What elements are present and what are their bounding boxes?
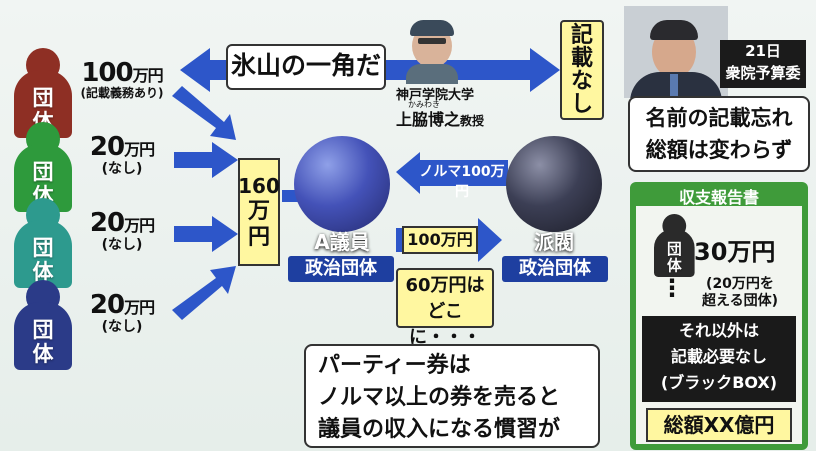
- donor-group-figure: 団体: [14, 280, 72, 370]
- pm-quote-line-2: 総額は変わらず: [645, 138, 793, 162]
- donor-label-char: 団: [32, 86, 54, 110]
- no-record-char: な: [570, 69, 593, 94]
- donor-amount-unit: 万円: [132, 66, 164, 85]
- report-over-note: (20万円を 超える団体): [684, 276, 796, 310]
- committee-label: 21日 衆院予算委: [720, 40, 806, 88]
- pm-quote-line-1: 名前の記載忘れ: [645, 106, 793, 130]
- caption-line-2: ノルマ以上の券を売ると: [318, 385, 561, 410]
- no-record-char: 記: [570, 23, 593, 48]
- donor-label-char: 団: [32, 236, 54, 260]
- no-record-text: 記載なし: [571, 24, 593, 116]
- report-dots: ⋮: [660, 274, 684, 302]
- donor-amount-note: (なし): [101, 161, 143, 177]
- donor-amount-value: 20万円: [89, 208, 155, 238]
- donor-amount-number: 20: [89, 132, 125, 162]
- total-amount-digits: 160: [238, 174, 280, 198]
- politician-sub: 政治団体: [288, 256, 394, 282]
- question-box: 60万円は どこに・・・: [396, 268, 494, 348]
- bottom-caption: パーティー券は ノルマ以上の券を売ると 議員の収入になる慣習が: [304, 344, 600, 448]
- donor-label-char: 体: [32, 260, 54, 284]
- pm-photo: [624, 6, 728, 98]
- caption-line-3: 議員の収入になる慣習が: [318, 417, 561, 442]
- donor-label-char: 体: [32, 342, 54, 366]
- donor-amount-number: 20: [89, 208, 125, 238]
- donor-body: 団体: [14, 220, 72, 288]
- politician-sphere: [294, 136, 390, 232]
- report-blackbox: それ以外は 記載必要なし (ブラックBOX): [642, 316, 796, 402]
- total-unit-1: 万: [247, 199, 270, 224]
- donor2-arrow: [174, 142, 238, 178]
- professor-title: 教授: [460, 114, 485, 128]
- donor4-arrow: [172, 266, 236, 320]
- professor-affiliation: 神戸学院大学: [396, 88, 475, 103]
- donor-amount-unit: 万円: [124, 216, 155, 235]
- donor-amount-value: 100万円: [81, 58, 164, 88]
- politician-label: A議員: [314, 230, 370, 254]
- donor-label-char: 団: [32, 160, 54, 184]
- donor-amount-note: (なし): [101, 319, 143, 335]
- donor-label-char: 団: [32, 318, 54, 342]
- donor-group-figure: 団体: [14, 198, 72, 288]
- quota-label: ノルマ100万円: [419, 164, 505, 200]
- donor-amount: 20万円(なし): [70, 208, 174, 254]
- donor-group-figure: 団体: [14, 48, 72, 138]
- iceberg-caption: 氷山の一角だ: [226, 44, 386, 90]
- donor-amount-value: 20万円: [89, 132, 155, 162]
- donor-amount-number: 100: [81, 58, 133, 88]
- professor-name-text: 上脇博之: [396, 110, 461, 129]
- quota-arrow: [396, 152, 508, 194]
- report-header: 収支報告書: [678, 188, 759, 207]
- report-group-figure: 団 体: [654, 214, 695, 277]
- donor-amount: 20万円(なし): [70, 290, 174, 336]
- donor-amount-unit: 万円: [124, 298, 155, 317]
- blackbox-line-3: (ブラックBOX): [660, 373, 778, 392]
- donor-body: 団体: [14, 302, 72, 370]
- donor-amount: 100万円(記載義務あり): [70, 58, 174, 101]
- total-box: 160 万 円: [238, 158, 280, 266]
- caption-line-1: パーティー券は: [318, 353, 471, 378]
- donor-amount-unit: 万円: [124, 140, 155, 159]
- donor-amount-number: 20: [89, 290, 125, 320]
- report-amount: 30万円: [694, 238, 776, 266]
- donor-amount-note: (なし): [101, 237, 143, 253]
- committee-name: 衆院予算委: [725, 64, 801, 82]
- no-record-box: 記載なし: [560, 20, 604, 120]
- report-group-char-2: 体: [666, 257, 682, 275]
- committee-date: 21日: [745, 42, 781, 60]
- donor-amount-value: 20万円: [89, 290, 155, 320]
- faction-label: 派閥: [534, 230, 574, 254]
- faction-sub: 政治団体: [502, 256, 608, 282]
- blackbox-line-1: それ以外は: [678, 321, 759, 340]
- report-group-char-1: 団: [666, 240, 682, 258]
- report-total: 総額XX億円: [646, 408, 792, 442]
- blackbox-line-2: 記載必要なし: [670, 347, 767, 366]
- total-unit-2: 円: [247, 225, 270, 250]
- donor3-arrow: [174, 216, 238, 252]
- flow-label: 100万円: [402, 226, 478, 254]
- professor-photo: [404, 20, 460, 84]
- faction-sphere: [506, 136, 602, 232]
- report-over-line-1: (20万円を: [706, 276, 774, 292]
- report-over-line-2: 超える団体): [702, 293, 778, 309]
- question-line-2: どこに・・・: [409, 301, 481, 348]
- no-record-char: し: [570, 92, 593, 117]
- professor-furigana: かみわき: [408, 100, 440, 109]
- professor-name: 上脇博之教授: [396, 106, 484, 130]
- donor1-arrow: [172, 86, 236, 140]
- no-record-char: 載: [570, 46, 593, 71]
- question-line-1: 60万円は: [405, 275, 485, 296]
- donor-amount: 20万円(なし): [70, 132, 174, 178]
- pm-quote: 名前の記載忘れ 総額は変わらず: [628, 96, 810, 172]
- donor-amount-note: (記載義務あり): [80, 86, 164, 100]
